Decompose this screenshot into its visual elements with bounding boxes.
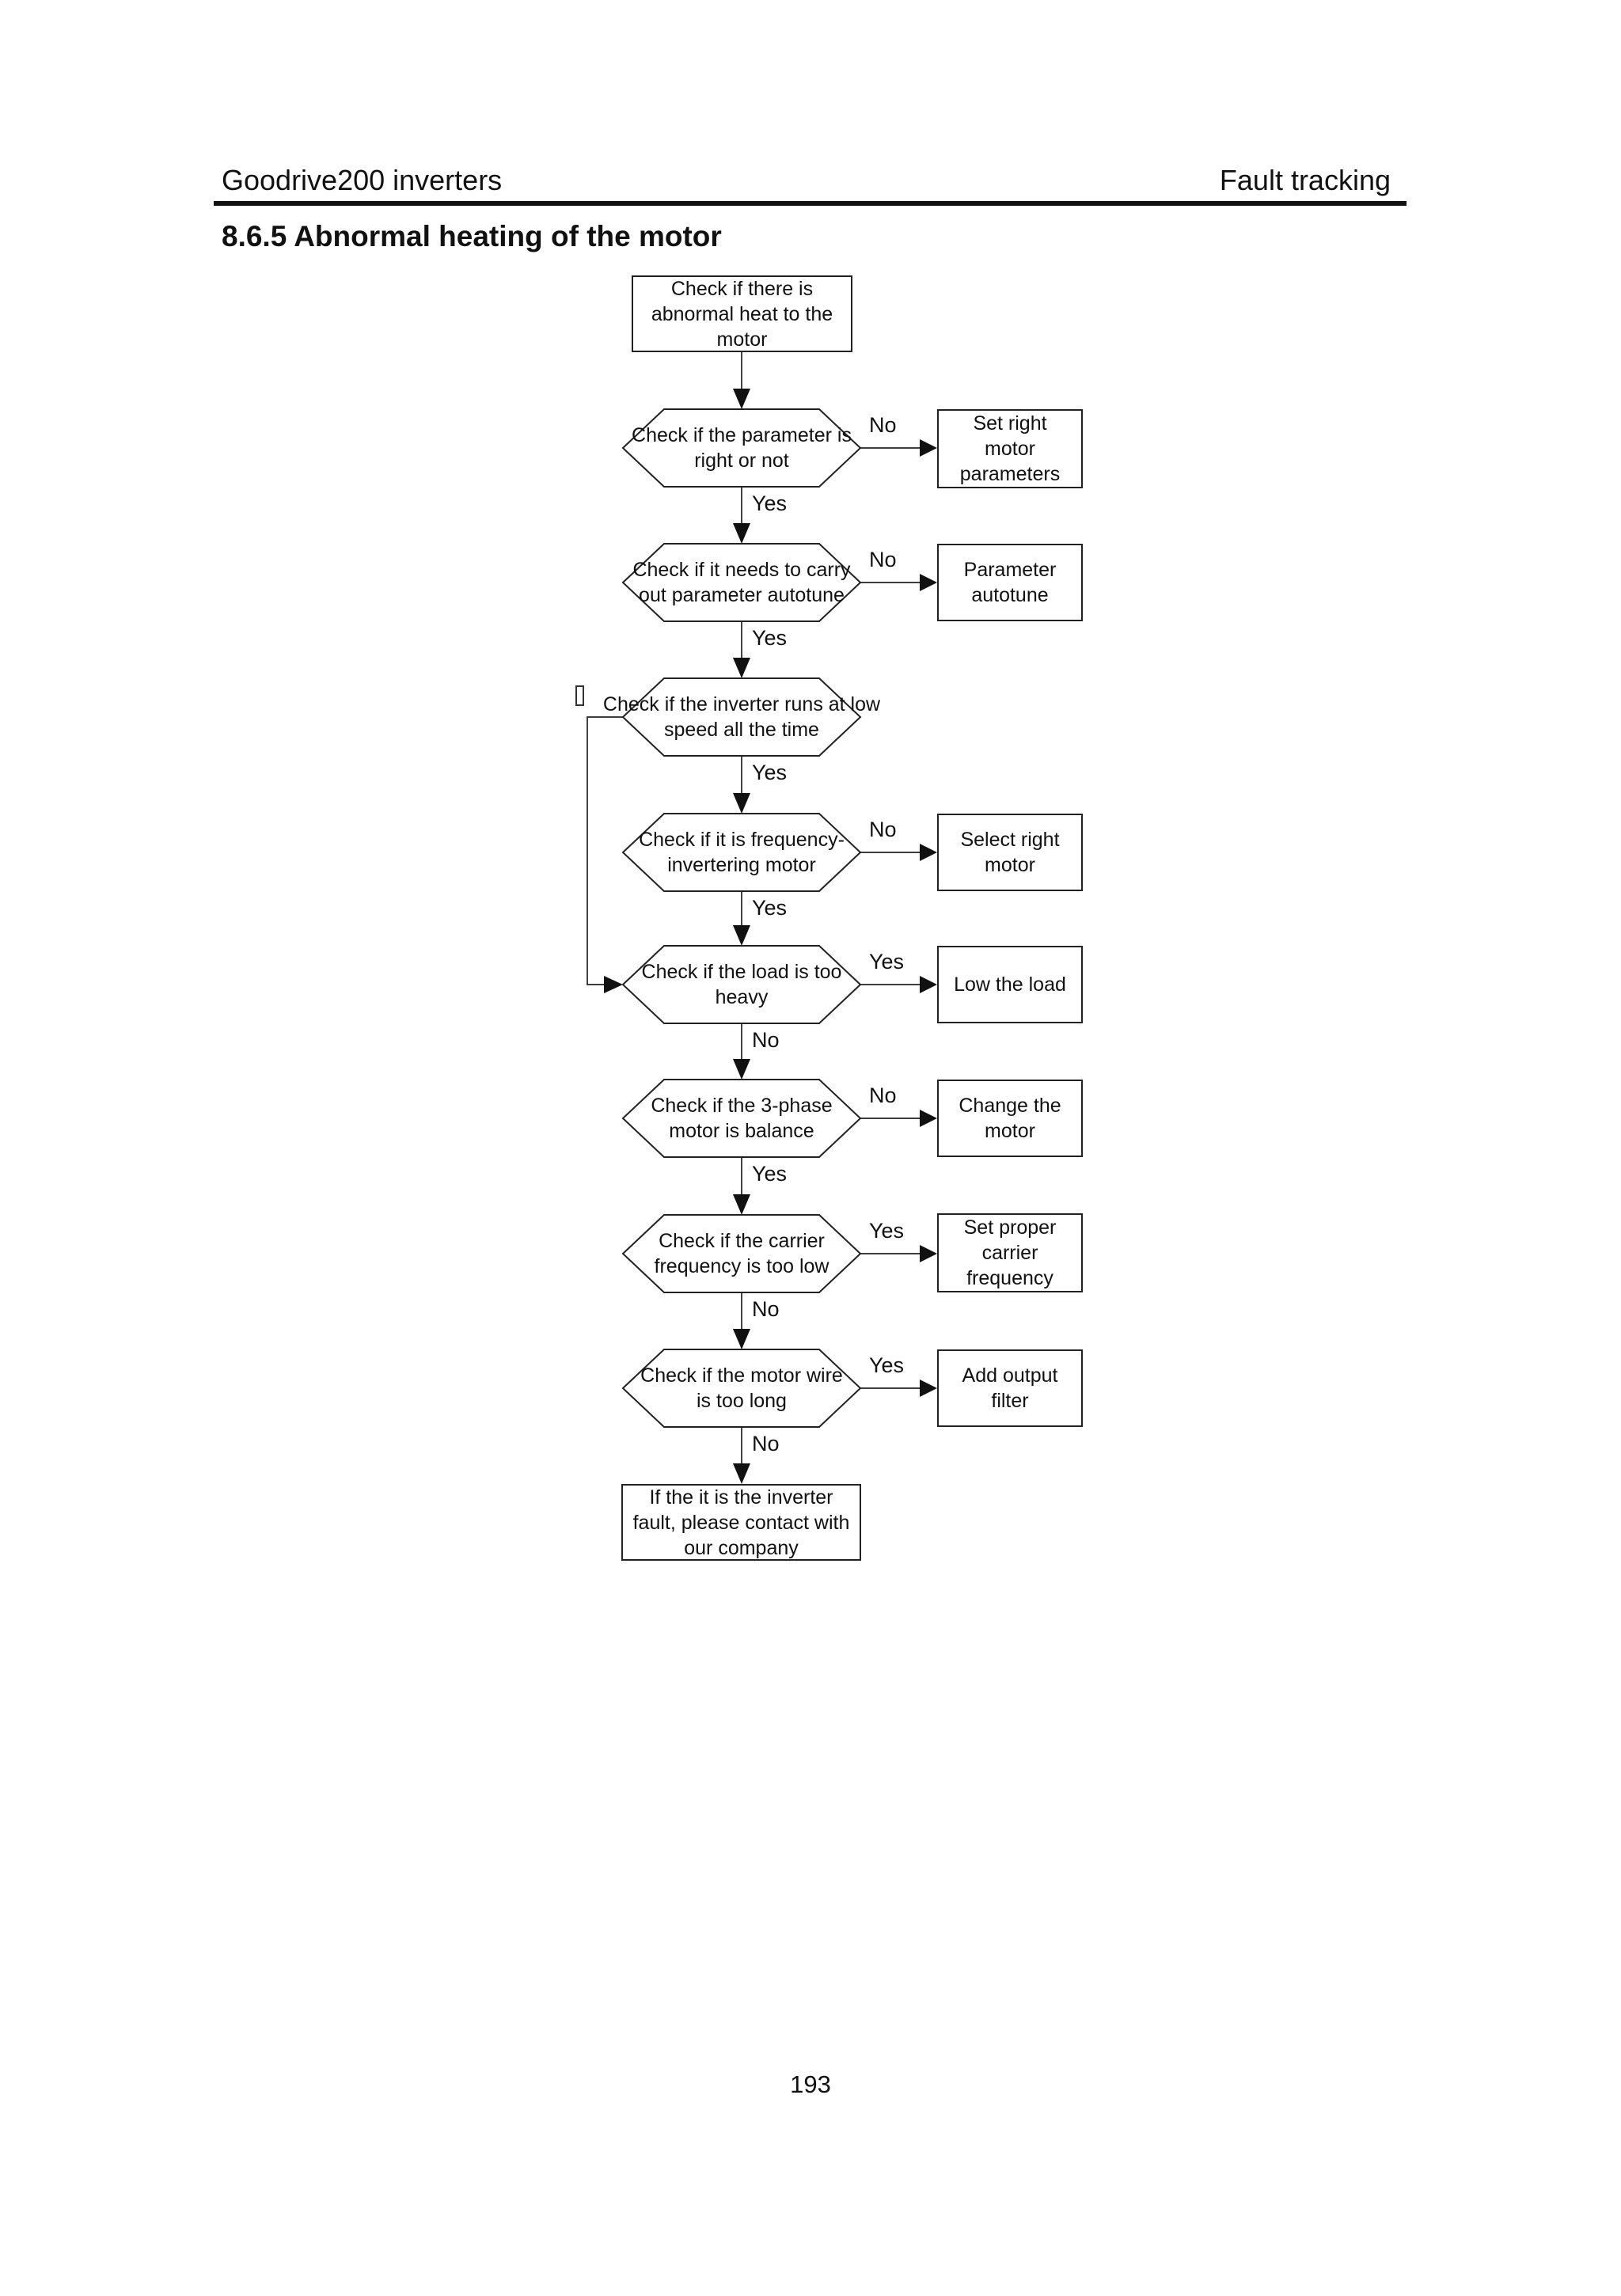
action-box-5: Low the load [937, 946, 1083, 1023]
down-label-2: Yes [752, 626, 788, 650]
down-label-4: Yes [752, 896, 788, 920]
down-label-1: Yes [752, 491, 788, 515]
down-label-8: No [752, 1432, 780, 1455]
branch-label-6: No [869, 1083, 897, 1107]
end-node: If the it is the inverter fault, please … [621, 1484, 861, 1561]
decision-1-text: Check if the parameter is right or not [632, 424, 852, 472]
section-title: 8.6.5 Abnormal heating of the motor [222, 220, 722, 252]
down-label-3: Yes [752, 761, 788, 784]
decision-8-text: Check if the motor wire is too long [640, 1364, 843, 1412]
branch-label-5: Yes [869, 950, 905, 973]
branch-label-1: No [869, 413, 897, 437]
action-box-6: Change the motor [937, 1080, 1083, 1157]
header-rule [214, 201, 1407, 206]
down-label-6: Yes [752, 1162, 788, 1186]
header-chapter-name: Fault tracking [1219, 164, 1391, 196]
feedback-line [587, 716, 623, 985]
action-box-8: Add output filter [937, 1349, 1083, 1427]
missing-glyph-box [575, 685, 584, 706]
decision-7-text: Check if the carrier frequency is too lo… [654, 1230, 829, 1277]
down-label-5: No [752, 1028, 780, 1052]
decision-3-hexagon [621, 677, 862, 757]
action-box-7: Set proper carrier frequency [937, 1213, 1083, 1292]
action-box-2: Parameter autotune [937, 544, 1083, 621]
decision-2-text: Check if it needs to carry out parameter… [632, 559, 851, 606]
action-box-1: Set right motor parameters [937, 409, 1083, 488]
branch-label-7: Yes [869, 1219, 905, 1243]
page-number: 193 [790, 2070, 831, 2098]
down-label-7: No [752, 1297, 780, 1321]
branch-label-2: No [869, 548, 897, 571]
header-product-name: Goodrive200 inverters [222, 164, 503, 196]
branch-label-4: No [869, 818, 897, 841]
decision-4-text: Check if it is frequency- invertering mo… [639, 829, 845, 876]
action-box-4: Select right motor [937, 814, 1083, 891]
start-node: Check if there is abnormal heat to the m… [632, 275, 852, 352]
branch-label-8: Yes [869, 1353, 905, 1377]
decision-3-text: Check if the inverter runs at low speed … [602, 693, 881, 741]
decision-5-text: Check if the load is too heavy [641, 961, 842, 1008]
decision-6-text: Check if the 3-phase motor is balance [651, 1095, 833, 1142]
